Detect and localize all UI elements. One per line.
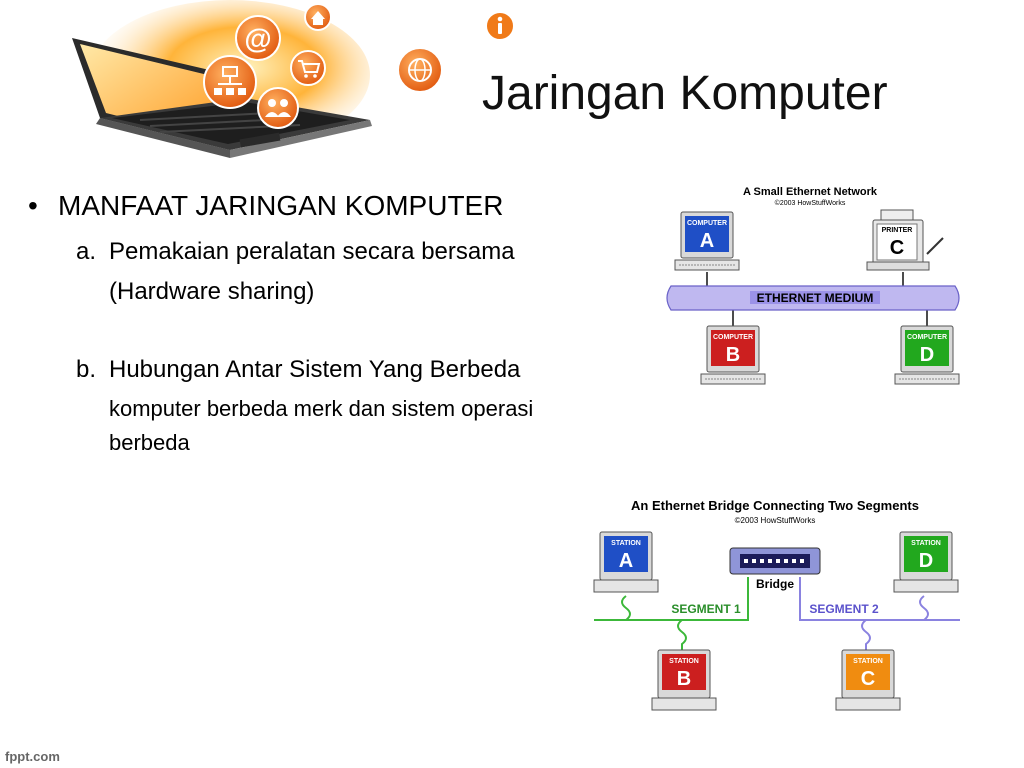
bullet-dot: • [28, 190, 38, 221]
station-b: STATION B [651, 649, 717, 711]
station-d-screen [904, 536, 948, 572]
station-a-letter: A [619, 550, 633, 572]
item-marker: a. [76, 238, 97, 265]
printer-c-type: PRINTER [882, 227, 913, 234]
station-c-type: STATION [853, 658, 883, 665]
bullet-heading: • MANFAAT JARINGAN KOMPUTER [28, 190, 503, 222]
network-icon [203, 55, 257, 109]
computer-b: COMPUTER B [700, 325, 766, 385]
diagram2-title: An Ethernet Bridge Connecting Two Segmen… [631, 498, 919, 513]
station-b-letter: B [677, 668, 691, 690]
computer-a-screen [685, 216, 729, 252]
watermark: fppt.com [5, 749, 60, 764]
segment-2-label: SEGMENT 2 [809, 602, 879, 616]
station-d-type: STATION [911, 540, 941, 547]
printer-c: PRINTER C [866, 209, 944, 271]
list-item-b: b. Hubungan Antar Sistem Yang Berbeda ko… [76, 350, 676, 458]
station-d-letter: D [919, 550, 933, 572]
cart-icon [290, 50, 326, 86]
station-a-screen [604, 536, 648, 572]
printer-c-panel [876, 223, 918, 261]
globe-icon [397, 47, 443, 93]
slide-title: Jaringan Komputer [482, 67, 888, 120]
ethernet-bridge-diagram: An Ethernet Bridge Connecting Two Segmen… [593, 498, 960, 711]
bridge-label: Bridge [756, 577, 794, 591]
station-c-letter: C [861, 668, 875, 690]
item-a-line-1: Pemakaian peralatan secara bersama [109, 238, 515, 265]
station-b-screen [662, 654, 706, 690]
item-a-line-2: (Hardware sharing) [109, 278, 315, 305]
home-icon [304, 3, 332, 31]
computer-b-letter: B [726, 344, 740, 366]
ethernet-network-diagram: A Small Ethernet Network ©2003 HowStuffW… [666, 186, 960, 385]
computer-d-type: COMPUTER [907, 334, 947, 341]
users-icon [257, 87, 299, 129]
computer-d-screen [905, 330, 949, 366]
laptop-illustration: @ [72, 0, 443, 158]
list-item-a: a. Pemakaian peralatan secara bersama (H… [76, 232, 676, 312]
computer-d: COMPUTER D [894, 325, 960, 385]
station-b-type: STATION [669, 658, 699, 665]
station-a: STATION A [593, 531, 659, 593]
info-icon [485, 11, 515, 41]
diagram1-title: A Small Ethernet Network [743, 186, 878, 198]
computer-a-letter: A [700, 230, 714, 252]
printer-c-letter: C [890, 237, 904, 259]
computer-b-type: COMPUTER [713, 334, 753, 341]
station-c: STATION C [835, 649, 901, 711]
station-c-screen [846, 654, 890, 690]
station-a-type: STATION [611, 540, 641, 547]
item-b-sub-1: komputer berbeda merk dan sistem operasi [109, 396, 534, 421]
diagram1-credit: ©2003 HowStuffWorks [775, 199, 846, 207]
computer-a-type: COMPUTER [687, 220, 727, 227]
at-sign-icon: @ [235, 15, 281, 61]
computer-d-letter: D [920, 344, 934, 366]
computer-b-screen [711, 330, 755, 366]
bridge-device: Bridge [729, 547, 821, 591]
segment-1-label: SEGMENT 1 [671, 602, 741, 616]
medium-label: ETHERNET MEDIUM [757, 291, 874, 305]
svg-text:@: @ [244, 23, 271, 54]
station-d: STATION D [893, 531, 959, 593]
item-b-line-1: Hubungan Antar Sistem Yang Berbeda [109, 356, 521, 383]
diagram2-credit: ©2003 HowStuffWorks [735, 516, 816, 525]
bullet-text: MANFAAT JARINGAN KOMPUTER [58, 190, 504, 221]
item-marker: b. [76, 356, 97, 383]
item-b-sub-2: berbeda [109, 430, 190, 455]
ethernet-medium: ETHERNET MEDIUM [666, 285, 960, 311]
computer-a: COMPUTER A [674, 211, 740, 271]
